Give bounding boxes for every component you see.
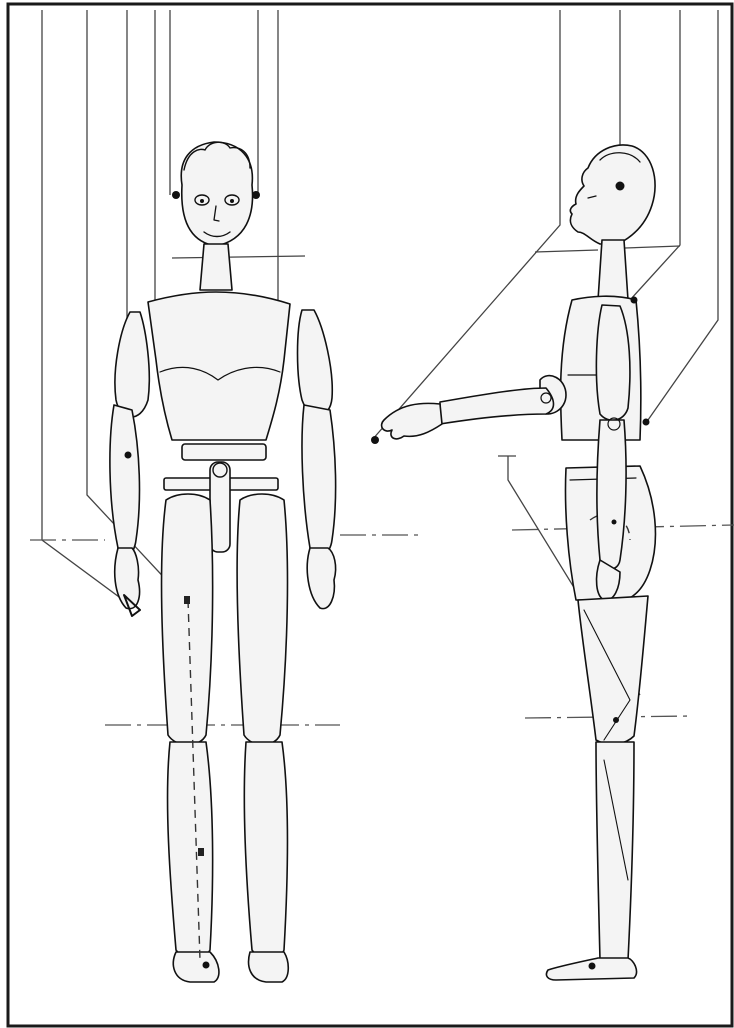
- front-right-arm: [298, 310, 336, 609]
- front-left-arm: [110, 312, 149, 616]
- front-view-figure: [30, 10, 420, 982]
- front-right-leg: [237, 494, 288, 982]
- side-forward-arm: [371, 376, 566, 444]
- side-view-figure: [371, 10, 734, 980]
- side-head: [570, 145, 655, 300]
- front-head: [172, 142, 260, 290]
- front-left-leg: [162, 494, 219, 982]
